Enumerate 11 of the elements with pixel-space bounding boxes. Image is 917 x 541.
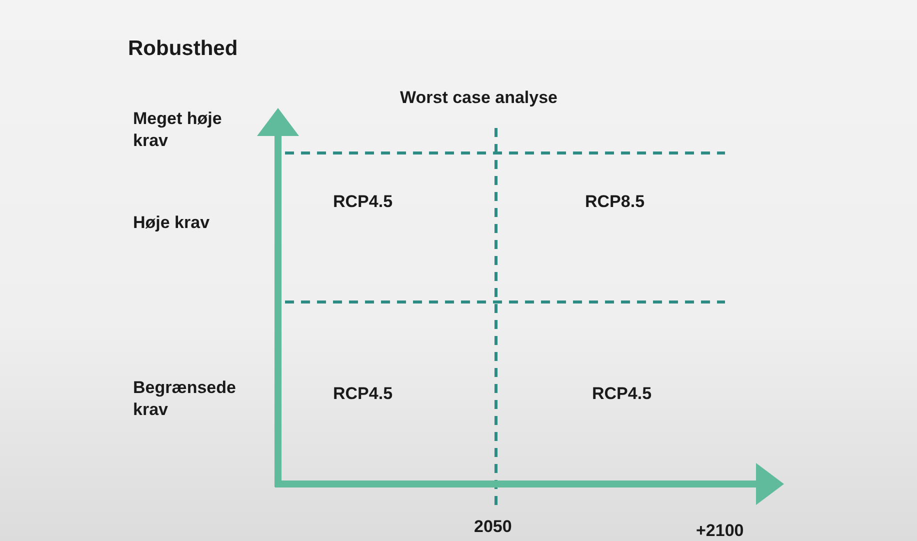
- axis-label: Høje krav: [133, 212, 210, 234]
- tick-label: +2100: [696, 520, 744, 541]
- axis-label: Meget høje krav: [133, 108, 223, 152]
- cell-label: RCP8.5: [585, 191, 645, 213]
- cell-label: RCP4.5: [333, 191, 393, 213]
- cell-label: RCP4.5: [592, 383, 652, 405]
- axis-label: Begrænsede krav: [133, 377, 237, 421]
- cell-label: RCP4.5: [333, 383, 393, 405]
- axis-title: Worst case analyse: [400, 87, 558, 109]
- title: Robusthed: [128, 38, 238, 60]
- tick-label: 2050: [474, 516, 512, 538]
